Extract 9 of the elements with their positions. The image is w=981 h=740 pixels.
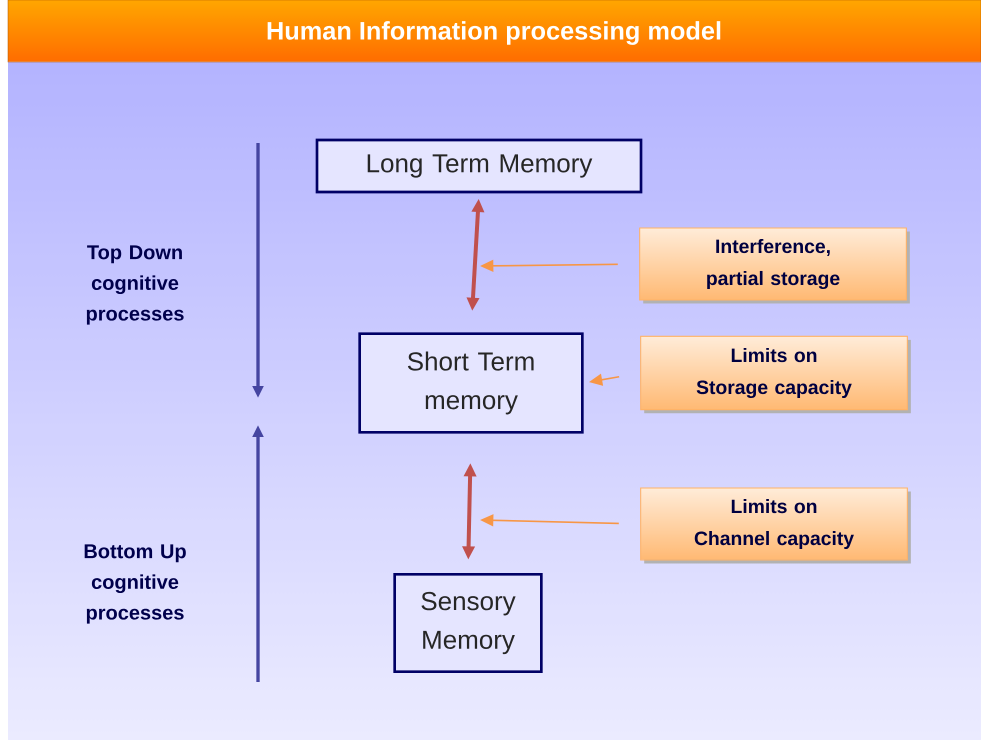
callout-box: Limits on Storage capacity [640,336,911,414]
callout-box: Interference, partial storage [639,227,910,304]
memory-box: Short Term memory [358,332,584,434]
memory-box: Sensory Memory [393,573,543,673]
side-label: Top Down cognitive processes [86,245,184,325]
callout-box: Limits on Channel capacity [640,487,911,564]
title-bar: Human Information processing model [8,0,981,62]
memory-box: Long Term Memory [316,138,642,194]
side-label: Bottom Up cognitive processes [84,544,186,624]
